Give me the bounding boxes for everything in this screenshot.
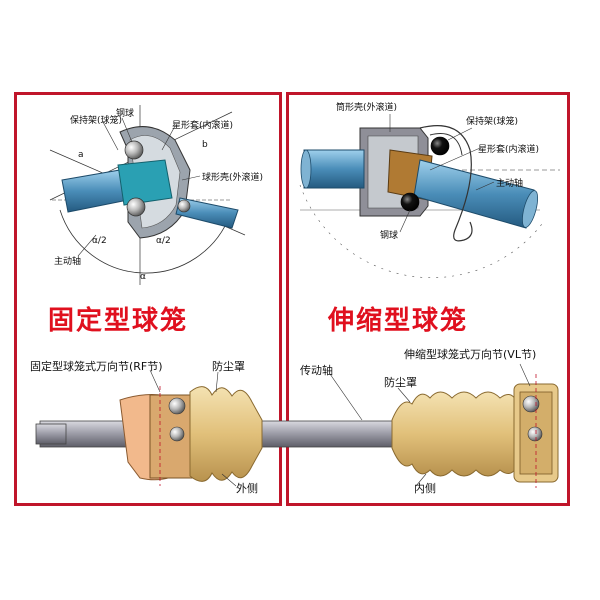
label-inner: 内侧 [414, 482, 436, 495]
plunge-joint-drawing [299, 114, 560, 278]
label-alpha2-left: α/2 [92, 236, 107, 246]
label-outer: 外侧 [236, 482, 258, 495]
label-star: 星形套(内滚道) [172, 121, 234, 131]
label-boot-left: 防尘罩 [212, 360, 245, 373]
plunge-joint-panel [286, 92, 570, 506]
label-plunge-shell: 筒形壳(外滚道) [336, 103, 398, 113]
label-ball: 钢球 [116, 109, 135, 119]
label-a: a [78, 150, 84, 160]
label-alpha: α [140, 272, 146, 282]
label-shaft: 主动轴 [54, 257, 82, 267]
fixed-joint-drawing [49, 105, 246, 285]
label-cage: 保持架(球笼) [70, 116, 123, 126]
label-vl-joint: 伸缩型球笼式万向节(VL节) [404, 348, 537, 361]
label-plunge-shaft: 主动轴 [496, 179, 524, 189]
label-rf-joint: 固定型球笼式万向节(RF节) [30, 360, 163, 373]
label-boot-right: 防尘罩 [384, 376, 417, 389]
driveshaft-drawing [35, 363, 559, 488]
label-b: b [202, 140, 208, 150]
label-plunge-ball: 钢球 [380, 231, 399, 241]
plunge-joint-title: 伸缩型球笼 [328, 306, 469, 336]
fixed-joint-panel [14, 92, 282, 506]
label-plunge-star: 星形套(内滚道) [478, 145, 540, 155]
fixed-joint-title: 固定型球笼 [48, 306, 189, 336]
label-alpha2-right: α/2 [156, 236, 171, 246]
label-shell: 球形壳(外滚道) [202, 173, 264, 183]
label-driveshaft: 传动轴 [300, 364, 333, 377]
label-plunge-cage: 保持架(球笼) [466, 117, 519, 127]
